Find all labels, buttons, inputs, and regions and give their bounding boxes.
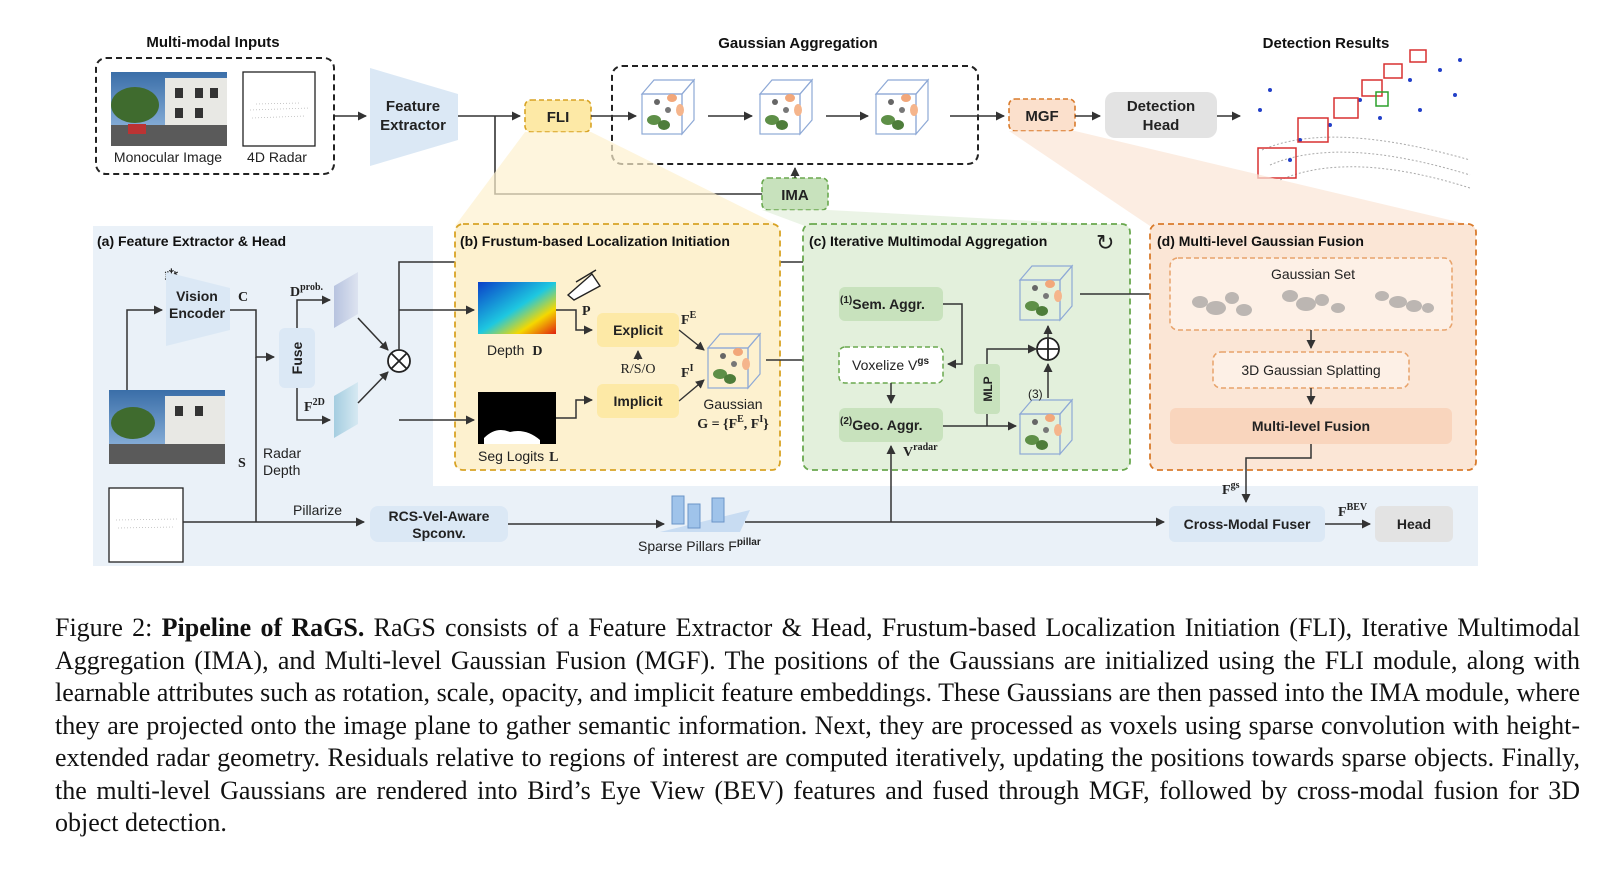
monocular-label: Monocular Image	[114, 149, 222, 165]
f2d-label: F2D	[304, 397, 325, 415]
head-label: Head	[1397, 516, 1431, 532]
splatting-label: 3D Gaussian Splatting	[1241, 362, 1380, 378]
feature-extractor-line1: Feature	[386, 98, 440, 115]
sem-aggr-label: (1)Sem. Aggr.	[840, 295, 925, 312]
gaussian-aggregation-title: Gaussian Aggregation	[718, 35, 877, 52]
rcs-spconv-box	[370, 506, 508, 542]
ima-zoom-fan	[762, 210, 1128, 226]
gaussian-set-blobs	[1192, 290, 1434, 316]
s-label: S	[238, 456, 246, 471]
detection-head-line1: Detection	[1127, 98, 1195, 115]
fuse-box	[279, 328, 315, 388]
radar-image-small	[108, 487, 184, 563]
detection-head-line2: Head	[1143, 117, 1180, 134]
panel-a-title: (a) Feature Extractor & Head	[97, 233, 286, 249]
pillarize-label: Pillarize	[293, 502, 342, 518]
frustum-icon	[566, 269, 602, 301]
gaussian-label: Gaussian	[703, 396, 762, 412]
f2d-feature	[334, 382, 358, 438]
detection-results-pointcloud	[1257, 49, 1471, 189]
inputs-box	[95, 57, 335, 175]
detection-results-title: Detection Results	[1263, 35, 1390, 52]
dprob-label: Dprob.	[290, 282, 324, 300]
radar-depth-line2: Depth	[263, 462, 300, 478]
cross-modal-fuser-label: Cross-Modal Fuser	[1184, 516, 1311, 532]
fi-label: FI	[681, 363, 694, 381]
v-radar-label: Vradar	[903, 442, 938, 460]
fli-label: FLI	[547, 109, 570, 126]
step3-label: (3)	[1028, 387, 1043, 401]
caption-text: RaGS consists of a Feature Extractor & H…	[55, 613, 1581, 837]
multi-level-fusion-box	[1170, 408, 1452, 444]
monocular-image	[111, 72, 227, 146]
mgf-label: MGF	[1025, 108, 1058, 125]
geo-aggr-box	[839, 408, 943, 442]
fuse-label: Fuse	[289, 341, 305, 374]
gaussian-set-label: Gaussian Set	[1271, 266, 1355, 282]
depth-map	[478, 282, 556, 334]
dprob-feature	[334, 272, 358, 328]
vision-encoder-line2: Encoder	[169, 305, 226, 321]
radar-image	[242, 71, 316, 147]
loop-icon: ↻	[1096, 230, 1114, 255]
mlp-label: MLP	[981, 376, 995, 401]
fbev-label: FBEV	[1338, 502, 1368, 520]
rcs-line2: Spconv.	[412, 525, 465, 541]
multi-level-fusion-label: Multi-level Fusion	[1252, 418, 1370, 434]
explicit-box	[597, 313, 679, 347]
g-formula: G = {FE, FI}	[697, 414, 769, 432]
fe-label: FE	[681, 310, 697, 328]
panel-b-title: (b) Frustum-based Localization Initiatio…	[460, 233, 730, 249]
sparse-pillars-label: Sparse Pillars Fpillar	[638, 537, 761, 554]
sparse-pillars-icon	[660, 495, 750, 532]
geo-aggr-label: (2)Geo. Aggr.	[840, 416, 923, 433]
figure-caption: Figure 2: Pipeline of RaGS. RaGS consist…	[55, 612, 1580, 840]
implicit-box	[597, 384, 679, 418]
voxelize-label: Voxelize Vgs	[852, 356, 929, 373]
multiply-operator	[387, 349, 411, 373]
panel-c-title: (c) Iterative Multimodal Aggregation	[809, 233, 1047, 249]
head-box	[1375, 506, 1453, 542]
feature-extractor-shape	[370, 68, 458, 166]
implicit-label: Implicit	[613, 393, 662, 409]
radar-label: 4D Radar	[247, 149, 307, 165]
rcs-line1: RCS-Vel-Aware	[389, 508, 490, 524]
explicit-label: Explicit	[613, 322, 663, 338]
gaussian-aggregation-box	[611, 65, 979, 165]
c-label: C	[238, 290, 248, 305]
add-operator	[1036, 337, 1060, 361]
vision-encoder-shape	[166, 272, 230, 346]
p-label: P	[582, 304, 591, 319]
detection-head-box	[1105, 92, 1217, 138]
rso-label: R/S/O	[620, 362, 655, 377]
radar-depth-line1: Radar	[263, 445, 301, 461]
gaussian-cube-1	[641, 79, 695, 135]
gaussian-cube-2	[759, 79, 813, 135]
monocular-image-small	[109, 390, 225, 464]
sem-aggr-box	[839, 287, 943, 321]
figure-label: Figure 2:	[55, 613, 153, 642]
inputs-title: Multi-modal Inputs	[146, 34, 279, 51]
feature-extractor-line2: Extractor	[380, 117, 446, 134]
caption-bold-title: Pipeline of RaGS.	[161, 613, 365, 642]
panel-d-title: (d) Multi-level Gaussian Fusion	[1157, 233, 1364, 249]
mgf-box	[1008, 98, 1076, 132]
fli-zoom-fan	[455, 132, 780, 226]
mgf-zoom-fan	[1009, 131, 1475, 226]
fgs-label: Fgs	[1222, 480, 1240, 498]
pipeline-diagram: Multi-modal Inputs Monocular Image 4D Ra…	[93, 34, 1478, 566]
gaussian-cube-3	[875, 79, 929, 135]
vision-encoder-line1: Vision	[176, 288, 218, 304]
cross-modal-fuser-box	[1169, 506, 1325, 542]
mlp-box	[974, 364, 1000, 414]
ima-label: IMA	[781, 187, 809, 204]
